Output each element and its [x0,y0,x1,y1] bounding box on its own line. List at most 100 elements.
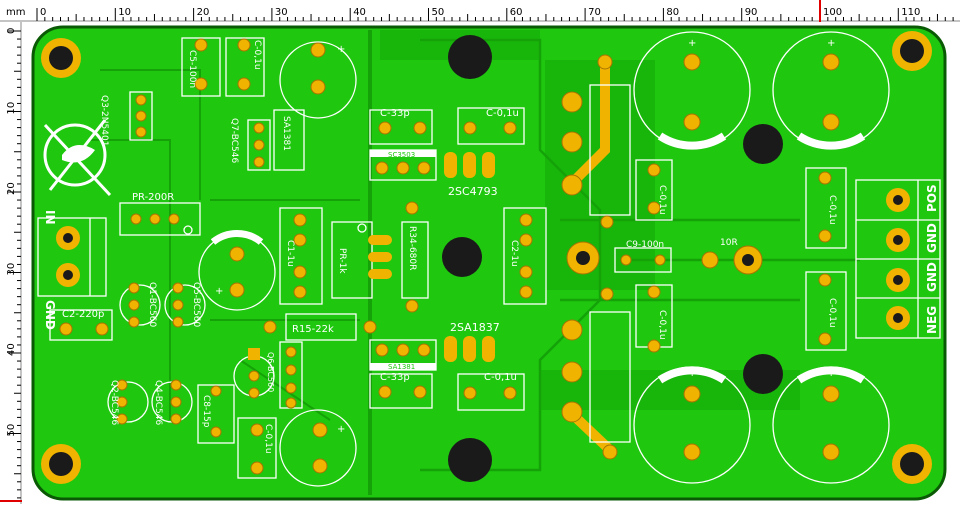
power-connector[interactable]: POS GND GND NEG [855,179,941,339]
mounting-hole-top-left [41,38,81,78]
component-2sa1837[interactable]: 2SA1837 [444,321,500,362]
ruler-tick-label: 10 [118,7,131,18]
2sc4793-label: 2SC4793 [448,185,498,198]
component-q5[interactable]: Q5-BC560 [164,282,206,328]
ruler-tick-label: 90 [745,7,758,18]
ruler-tick-label: 0 [6,28,17,34]
component-cap-right-bottom[interactable]: C-0,1u [805,271,847,351]
component-c1[interactable]: C1-1u [279,207,323,305]
c7-label: C-0,1u [252,40,262,70]
component-pr1k[interactable]: PR-1k [331,221,392,299]
q3-label: Q3-2N5401 [99,95,109,146]
component-cap-right-top[interactable]: C-0,1u [805,167,847,249]
cap-right-top-label: C-0,1u [827,195,837,225]
ruler-tick-label: 50 [432,7,445,18]
pcb-board[interactable] [31,25,947,501]
component-c33-bottom[interactable]: C-33p [369,372,433,409]
c0-top-label: C-0,1u [486,108,519,119]
svg-text:+: + [337,424,345,435]
component-c0-bottom[interactable]: C-0,1u [237,417,277,479]
c01-bottom-label: C-0,1u [484,372,517,383]
component-q4[interactable]: Q4-BC546 [151,379,193,425]
capacitor-electrolytic-mid-left[interactable]: + [198,230,276,311]
component-cap-mid-bottom[interactable]: C-0,1u [635,284,673,353]
component-c0-top[interactable]: C-0,1u [457,107,525,145]
polarity-plus: + [337,44,345,55]
trace-input-stage [90,69,201,420]
ruler-tick-label: 60 [510,7,523,18]
mounting-hole-top-right [892,31,932,71]
label-gnd2: GND [925,262,939,292]
svg-text:+: + [688,368,696,379]
component-pr200[interactable]: PR-200R [119,192,201,236]
component-c9[interactable]: C9-100n [566,215,672,301]
c33-bottom-label: C-33p [380,372,410,383]
capacitor-electrolytic-top-left[interactable]: + [279,41,357,119]
svg-text:+: + [827,38,835,49]
component-sa1381-top[interactable]: SA1381 [273,109,305,171]
component-sc3503[interactable]: SC3503 [369,149,437,181]
component-q7[interactable]: Q7-BC546 [229,118,271,171]
c8-label: C8-15p [201,395,211,428]
component-q6[interactable]: Q6-BC560 [233,341,303,409]
sa1381-bottom-label: SA1381 [388,363,415,371]
component-q1[interactable]: Q1-BC560 [119,282,161,328]
component-c2-right[interactable]: C2-1u [503,207,547,305]
r34-label: R34-680R [407,226,417,270]
trace-output-stage [420,38,602,472]
cap-mid-bottom-label: C-0,1u [657,310,667,340]
svg-text:+: + [827,368,835,379]
c0-bottom-label: C-0,1u [263,424,273,454]
r15-label: R15-22k [292,324,334,335]
label-gnd1: GND [925,223,939,253]
ruler-tick-label: 20 [6,182,17,195]
component-c8[interactable]: C8-15p [197,384,235,444]
capacitor-filter-bottom-1[interactable]: + [633,366,751,484]
component-r10[interactable]: 10R [701,238,763,275]
component-c01-bottom[interactable]: C-0,1u [457,372,525,411]
component-q2[interactable]: Q2-BC546 [107,379,149,425]
component-cap-mid-top[interactable]: C-0,1u [635,159,673,221]
component-c2-220p[interactable]: C2-220p [49,309,113,341]
c9-label: C9-100n [626,240,664,250]
heatsink-hole-top [448,35,492,79]
component-sa1381-bottom[interactable]: SA1381 [369,339,437,371]
component-q3[interactable]: Q3-2N5401 [99,91,153,146]
q6-label: Q6-BC560 [266,352,275,392]
ruler-tick-label: 70 [588,7,601,18]
capacitor-electrolytic-bottom-left[interactable]: + [279,409,357,487]
component-c7[interactable]: C-0,1u [225,37,265,97]
component-2sc4793[interactable]: 2SC4793 [444,152,498,198]
ruler-tick-label: 80 [666,7,679,18]
label-pos: POS [925,184,939,212]
ruler-unit-label: mm [6,7,25,18]
svg-text:+: + [688,38,696,49]
ruler-tick-label: 20 [197,7,210,18]
component-c5[interactable]: C5-100n [181,37,221,97]
capacitor-filter-top-1[interactable]: + [633,31,751,150]
component-c3-top[interactable]: C-33p [369,108,433,145]
output-transistor-upper[interactable] [561,54,631,216]
label-neg: NEG [925,306,939,334]
input-connector[interactable] [37,217,107,297]
component-r15[interactable]: R15-22k [263,313,377,341]
component-r34[interactable]: R34-680R [401,201,429,313]
mounting-hole-bottom-right [892,444,932,484]
c5-label: C5-100n [187,50,197,88]
c2-220p-label: C2-220p [62,309,104,320]
board-hole-right-lower [743,354,783,394]
ruler-tick-label: 40 [353,7,366,18]
c1-label: C1-1u [285,240,295,267]
label-in: IN [43,210,57,225]
horizontal-ruler-bg [0,0,960,22]
ruler-tick-label: 10 [6,102,17,115]
ruler-tick-label: 100 [823,7,842,18]
capacitor-filter-bottom-2[interactable]: + [772,366,890,484]
heatsink-hole-bottom [448,438,492,482]
capacitor-filter-top-2[interactable]: + [772,31,890,150]
output-transistor-lower[interactable] [561,311,631,460]
